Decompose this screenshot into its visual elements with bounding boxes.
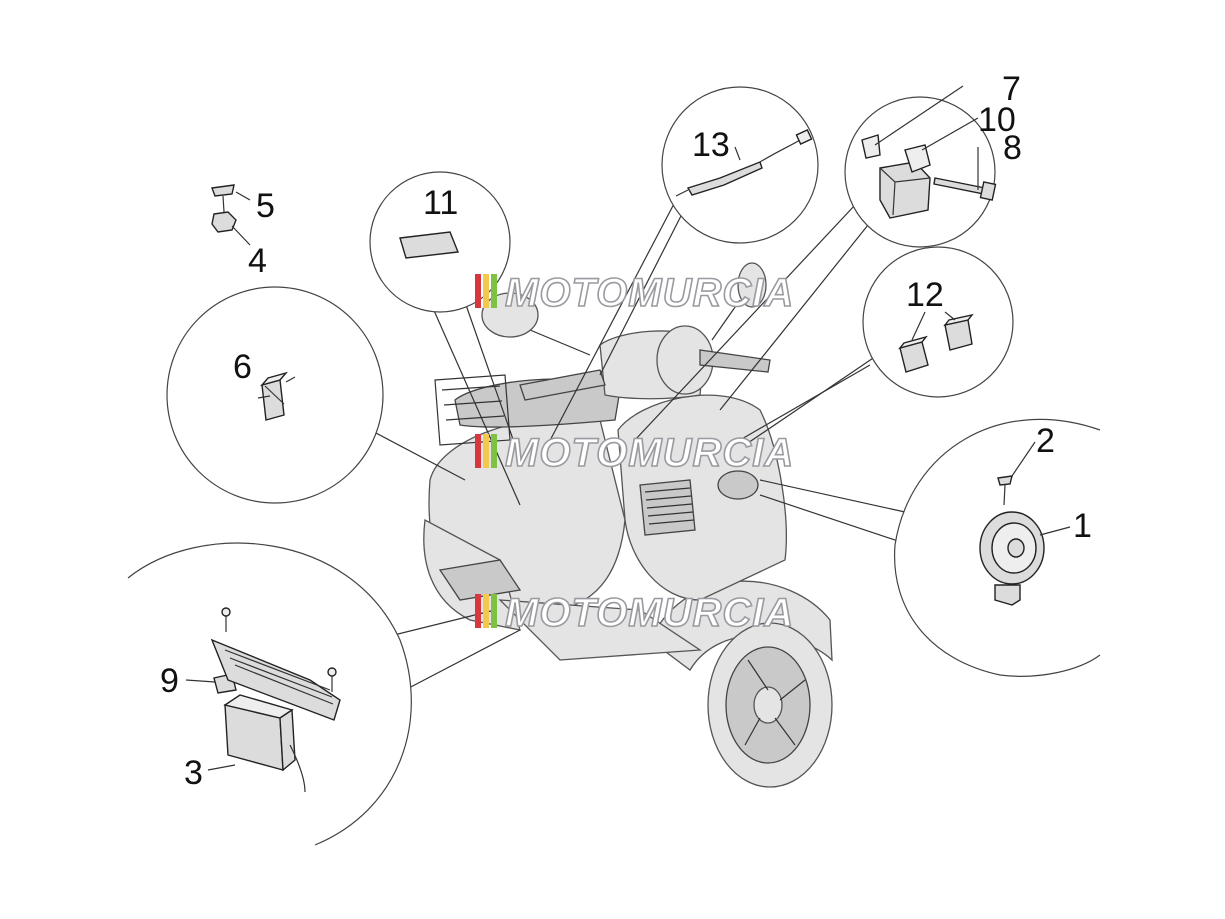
part-1-horn bbox=[979, 511, 1045, 606]
callout-10: 10 bbox=[978, 101, 1016, 139]
callout-numbers: 5 4 6 11 13 7 10 8 12 2 1 9 3 bbox=[160, 70, 1092, 792]
callout-11: 11 bbox=[423, 184, 458, 222]
part-5-screw bbox=[211, 184, 235, 213]
callout-8: 8 bbox=[1003, 129, 1022, 167]
callout-12: 12 bbox=[906, 276, 944, 314]
leader-lines bbox=[354, 199, 911, 691]
callout-6: 6 bbox=[233, 348, 252, 386]
callout-2: 2 bbox=[1036, 422, 1055, 460]
callout-9: 9 bbox=[160, 662, 179, 700]
watermark-top: MOTOMURCIA bbox=[475, 270, 794, 316]
part-2-screw bbox=[997, 475, 1013, 506]
watermark-bottom: MOTOMURCIA bbox=[475, 590, 794, 636]
watermark-middle: MOTOMURCIA bbox=[475, 430, 794, 476]
part-11-pad bbox=[399, 231, 459, 259]
part-12-relays bbox=[898, 313, 974, 373]
part-4-nut bbox=[211, 211, 237, 233]
watermark-text: MOTOMURCIA bbox=[505, 271, 794, 315]
part-8-bolt bbox=[933, 177, 997, 201]
callout-4: 4 bbox=[248, 242, 267, 280]
part-10-relay-bracket bbox=[861, 134, 931, 219]
callout-pointers bbox=[185, 85, 1071, 771]
part-13-cable bbox=[675, 129, 813, 197]
callout-7: 7 bbox=[1002, 70, 1021, 108]
callout-13: 13 bbox=[692, 126, 730, 164]
callout-1: 1 bbox=[1073, 507, 1092, 545]
detail-circle-13 bbox=[661, 86, 819, 244]
watermark-text: MOTOMURCIA bbox=[505, 431, 794, 475]
part-3-battery bbox=[210, 607, 341, 793]
detail-circle-12 bbox=[862, 246, 1014, 398]
callout-5: 5 bbox=[256, 187, 275, 225]
part-6-sensor bbox=[257, 371, 296, 421]
watermark-text: MOTOMURCIA bbox=[505, 591, 794, 635]
scooter-drawing bbox=[423, 262, 833, 788]
callout-3: 3 bbox=[184, 754, 203, 792]
